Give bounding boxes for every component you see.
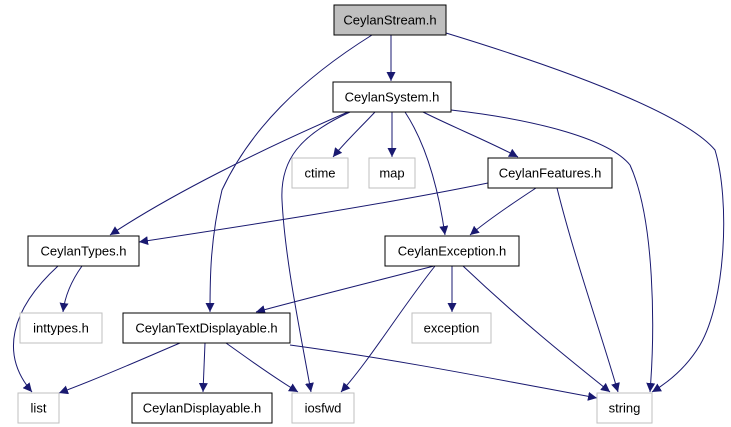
- node-label: CeylanDisplayable.h: [143, 401, 262, 416]
- node-label: string: [609, 401, 641, 416]
- node-label: iosfwd: [305, 401, 342, 416]
- node-label: CeylanTypes.h: [41, 244, 127, 259]
- node-label: list: [31, 401, 47, 416]
- node-exception: exception: [411, 312, 492, 344]
- node-ceylanstream[interactable]: CeylanStream.h: [333, 4, 447, 36]
- edge-ceylanstream-to-string: [445, 32, 725, 393]
- node-inttypes: inttypes.h: [19, 312, 103, 344]
- edge-ceylansystem-to-ceylanexception: [404, 111, 449, 236]
- node-label: CeylanFeatures.h: [499, 166, 602, 181]
- node-label: ctime: [304, 166, 335, 181]
- node-label: map: [379, 166, 404, 181]
- node-box: [291, 392, 355, 424]
- edge-ceylanfeatures-to-ceylanexception: [469, 187, 537, 236]
- node-box: [291, 157, 349, 189]
- edge-ceylantextdisplayable-to-iosfwd: [225, 342, 299, 393]
- node-iosfwd: iosfwd: [291, 392, 355, 424]
- node-ceylansystem[interactable]: CeylanSystem.h: [332, 81, 452, 113]
- node-map: map: [368, 157, 416, 189]
- node-box: [487, 157, 613, 189]
- node-box: [596, 392, 653, 424]
- edge-ceylanstream-to-ceylantextdisplayable: [205, 34, 373, 313]
- edge-ceylansystem-to-ceylanfeatures: [422, 111, 519, 158]
- edge-ceylanexception-to-iosfwd: [340, 265, 436, 393]
- node-ceylantypes[interactable]: CeylanTypes.h: [27, 235, 140, 267]
- node-ceylantextdisplayable[interactable]: CeylanTextDisplayable.h: [122, 312, 291, 344]
- edge-ceylansystem-to-ctime: [332, 111, 376, 158]
- node-label: CeylanSystem.h: [345, 90, 440, 105]
- node-box: [333, 4, 447, 36]
- node-box: [411, 312, 492, 344]
- edge-ceylansystem-to-string: [450, 109, 656, 393]
- edge-ceylantypes-to-list: [12, 265, 59, 393]
- node-label: inttypes.h: [33, 321, 89, 336]
- node-box: [17, 392, 60, 424]
- edge-ceylansystem-to-iosfwd: [281, 111, 351, 393]
- node-box: [368, 157, 416, 189]
- edge-ceylanexception-to-string: [462, 265, 611, 393]
- edge-ceylanfeatures-to-string: [556, 187, 620, 393]
- node-box: [131, 392, 273, 424]
- node-box: [27, 235, 140, 267]
- node-box: [19, 312, 103, 344]
- edges-layer: [12, 32, 725, 401]
- node-ctime: ctime: [291, 157, 349, 189]
- edge-ceylantypes-to-inttypes: [59, 265, 83, 313]
- node-ceylandisplayable[interactable]: CeylanDisplayable.h: [131, 392, 273, 424]
- node-label: CeylanTextDisplayable.h: [135, 321, 277, 336]
- node-string: string: [596, 392, 653, 424]
- edge-ceylansystem-to-ceylantypes: [109, 111, 349, 236]
- edge-ceylanfeatures-to-ceylantypes: [138, 182, 489, 246]
- node-label: CeylanException.h: [398, 244, 506, 259]
- node-label: exception: [424, 321, 480, 336]
- edge-ceylantextdisplayable-to-list: [58, 342, 181, 395]
- node-box: [122, 312, 291, 344]
- node-ceylanexception[interactable]: CeylanException.h: [384, 235, 520, 267]
- edge-ceylanexception-to-ceylantextdisplayable: [255, 265, 435, 314]
- edge-ceylantextdisplayable-to-string: [289, 344, 598, 401]
- node-box: [332, 81, 452, 113]
- node-box: [384, 235, 520, 267]
- node-ceylanfeatures[interactable]: CeylanFeatures.h: [487, 157, 613, 189]
- node-list: list: [17, 392, 60, 424]
- edge-ceylantextdisplayable-to-ceylandisplayable: [198, 342, 208, 393]
- node-label: CeylanStream.h: [343, 13, 436, 28]
